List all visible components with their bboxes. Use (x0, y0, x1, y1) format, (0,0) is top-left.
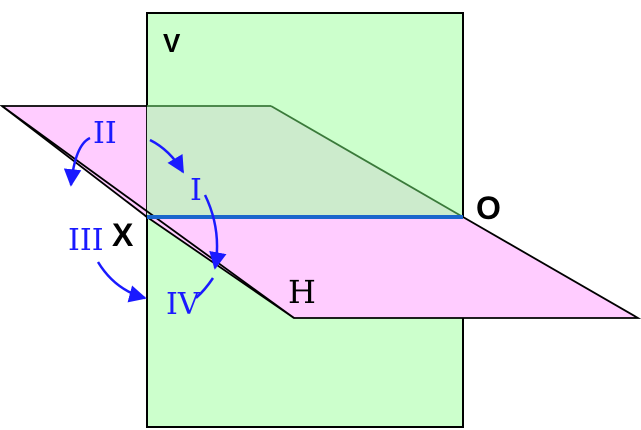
plane-v-label: V (163, 28, 181, 58)
quadrant-label-II: II (93, 116, 117, 151)
overlap-slant-edge (270, 105, 464, 218)
arrow-II-to-III (63, 136, 91, 187)
plane-overlap-region (147, 106, 463, 217)
quadrant-label-IV: IV (166, 287, 201, 322)
arrow-top-to-I (149, 138, 185, 174)
arrow-I-to-IV (203, 194, 227, 270)
arrow-III-to-IV (96, 261, 147, 303)
quadrant-label-III: III (68, 223, 104, 258)
axis-o-label: O (476, 190, 501, 226)
arrow-IV-to-up (195, 277, 215, 299)
quadrant-label-I: I (190, 173, 202, 208)
horizontal-plane-front-edge (1, 105, 295, 319)
axis-x-label: X (112, 217, 134, 253)
plane-h-label: H (288, 273, 316, 311)
